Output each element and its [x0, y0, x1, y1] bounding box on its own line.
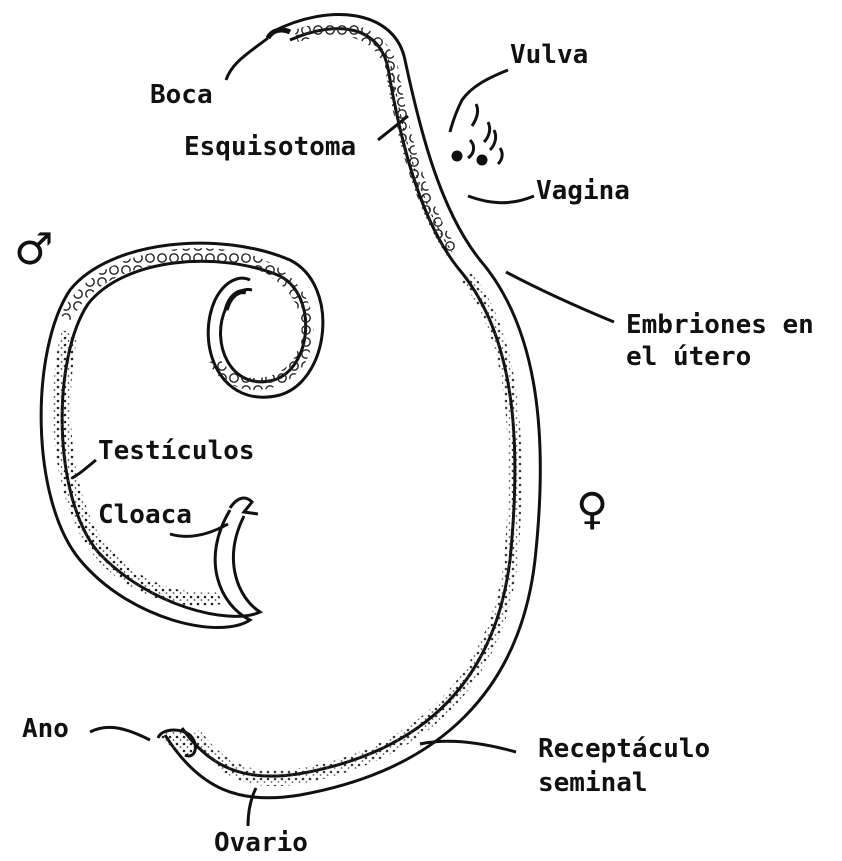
testis-fill — [53, 330, 222, 606]
label-embriones-line1: Embriones en — [626, 312, 814, 338]
leader-receptaculo — [420, 741, 516, 752]
label-ano: Ano — [22, 716, 69, 742]
label-testiculos: Testículos — [98, 438, 255, 464]
embryos — [453, 104, 502, 164]
male-symbol: ♂ — [14, 228, 53, 272]
label-embriones-line2: el útero — [626, 344, 751, 370]
label-cloaca: Cloaca — [98, 502, 192, 528]
cloacal-lappets — [230, 498, 258, 514]
male-stichosome — [66, 254, 308, 384]
female-symbol: ♀ — [576, 488, 608, 532]
leader-boca — [226, 38, 268, 80]
label-vulva: Vulva — [510, 42, 588, 68]
leader-embriones — [506, 272, 614, 322]
leader-ano — [90, 727, 150, 740]
mouth — [268, 30, 290, 38]
label-boca: Boca — [150, 82, 213, 108]
leader-vagina — [468, 196, 534, 203]
leader-ovario — [248, 788, 256, 826]
label-ovario: Ovario — [214, 830, 308, 856]
male-head — [226, 292, 246, 310]
label-vagina: Vagina — [536, 178, 630, 204]
label-receptaculo-line1: Receptáculo — [538, 736, 710, 762]
label-esquisotoma: Esquisotoma — [184, 134, 356, 160]
label-receptaculo-line2: seminal — [538, 770, 648, 796]
leader-vulva — [450, 70, 508, 132]
